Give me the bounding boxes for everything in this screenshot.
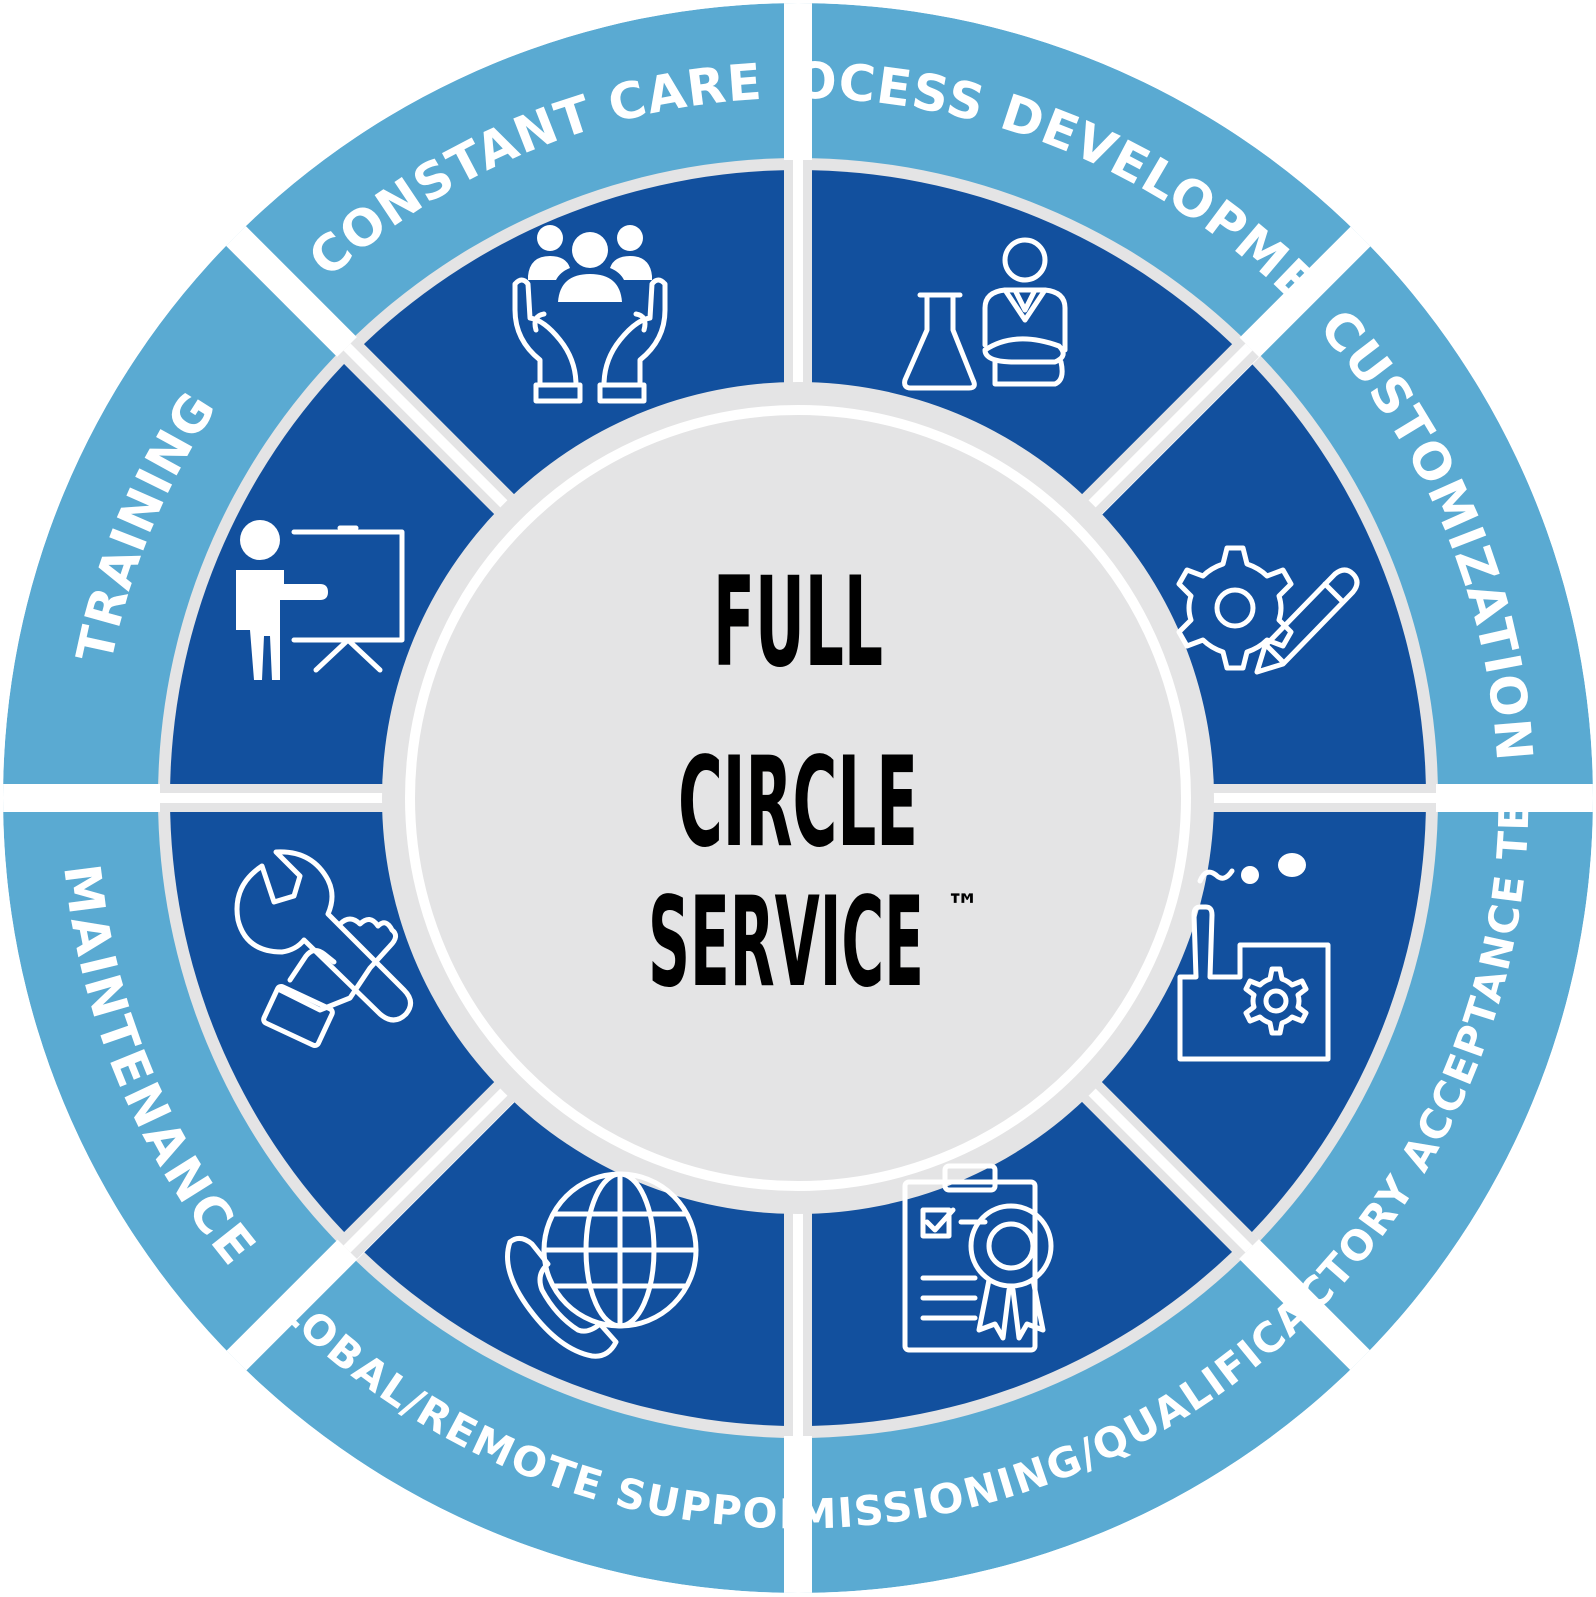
- center-title-line2: CIRCLE: [678, 731, 918, 875]
- gear-pencil-icon: [1176, 545, 1360, 675]
- clipboard-award-icon: [902, 1163, 1054, 1353]
- trademark-symbol: ™: [946, 887, 980, 927]
- hands-holding-people-icon: [512, 225, 668, 404]
- factory-gear-icon: [1177, 853, 1331, 1062]
- presenter-board-icon: [236, 520, 405, 680]
- center-title-line1: FULL: [713, 551, 883, 695]
- hand-wrench-icon: [234, 849, 413, 1048]
- center-disc: [448, 448, 1148, 1148]
- center-title-line3: SERVICE: [648, 871, 924, 1015]
- globe-phone-icon: [505, 1171, 699, 1359]
- scientist-flask-icon: [902, 237, 1068, 391]
- center-border: [405, 405, 1191, 1191]
